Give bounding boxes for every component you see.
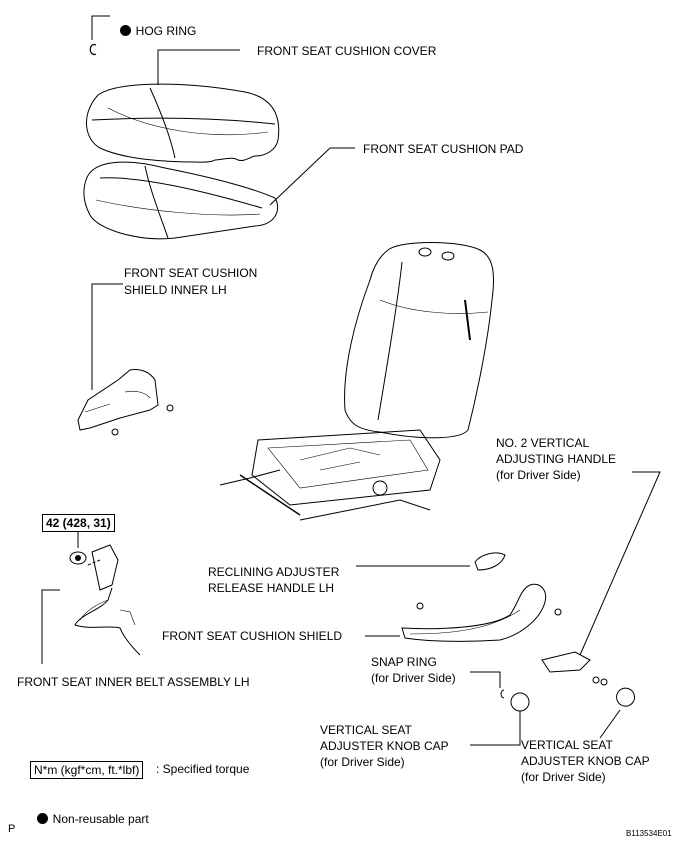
knob-cap-b-drawing (599, 687, 635, 739)
snap-ring-label-1: SNAP RING (371, 655, 437, 669)
inner-belt-drawing (41, 532, 141, 664)
vertical-handle-label-2: ADJUSTING HANDLE (496, 452, 617, 466)
cushion-shield-label: FRONT SEAT CUSHION SHIELD (162, 629, 343, 643)
knob-cap-a-label-1: VERTICAL SEAT (320, 723, 412, 737)
vertical-handle-leader (579, 471, 661, 656)
knob-cap-b-label-2: ADJUSTER KNOB CAP (521, 754, 650, 768)
shield-inner-drawing (77, 283, 174, 436)
snap-ring-label-2: (for Driver Side) (371, 671, 456, 685)
vertical-handle-label-1: NO. 2 VERTICAL (496, 436, 590, 450)
seat-frame-drawing (219, 242, 494, 521)
non-reusable-dot-icon (119, 25, 131, 36)
cushion-shield-drawing (365, 583, 562, 642)
hog-ring-leader (89, 15, 110, 56)
reclining-label-1: RECLINING ADJUSTER (208, 565, 340, 579)
reclining-handle-drawing (356, 552, 506, 571)
cushion-cover-drawing (85, 49, 280, 163)
legend-torque-desc: : Specified torque (156, 762, 250, 776)
knob-cap-b-label-1: VERTICAL SEAT (521, 738, 613, 752)
knob-cap-a-label-2: ADJUSTER KNOB CAP (320, 739, 449, 753)
non-reusable-legend-dot-icon (36, 813, 48, 824)
vertical-handle-label-3: (for Driver Side) (496, 468, 581, 482)
legend-non-reusable: Non-reusable part (30, 797, 149, 827)
hog-ring-label: HOG RING (113, 9, 196, 39)
shield-inner-label-2: SHIELD INNER LH (124, 283, 227, 297)
figure-id: B113534E01 (626, 829, 672, 838)
torque-value-box: 42 (428, 31) (42, 514, 115, 532)
reclining-label-2: RELEASE HANDLE LH (208, 581, 335, 595)
knob-cap-a-label-3: (for Driver Side) (320, 755, 405, 769)
inner-belt-label: FRONT SEAT INNER BELT ASSEMBLY LH (17, 675, 250, 689)
legend-torque-unit-box: N*m (kgf*cm, ft.*lbf) (30, 761, 144, 779)
non-reusable-text: Non-reusable part (52, 812, 149, 826)
snap-ring-drawing (500, 689, 505, 699)
cushion-pad-drawing (83, 147, 355, 240)
knob-cap-a-drawing (470, 692, 530, 746)
snap-ring-leader (470, 671, 501, 688)
knob-cap-b-label-3: (for Driver Side) (521, 770, 606, 784)
cushion-pad-label: FRONT SEAT CUSHION PAD (363, 142, 524, 156)
cushion-cover-label: FRONT SEAT CUSHION COVER (257, 44, 437, 58)
vertical-handle-drawing (541, 651, 608, 686)
shield-inner-label-1: FRONT SEAT CUSHION (124, 266, 258, 280)
hog-ring-text: HOG RING (135, 24, 197, 38)
page-mark: P (8, 823, 16, 835)
